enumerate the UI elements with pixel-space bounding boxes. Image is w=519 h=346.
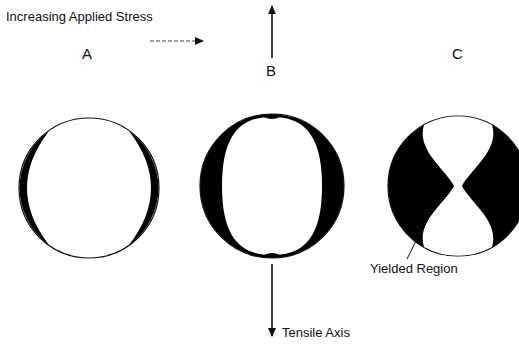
panel-letter: C bbox=[452, 46, 463, 63]
circle-b bbox=[200, 114, 344, 258]
axis-label: Tensile Axis bbox=[282, 326, 350, 340]
stress-arrow bbox=[150, 41, 203, 42]
callout-label: Yielded Region bbox=[370, 262, 458, 276]
panel-letter: B bbox=[266, 63, 276, 80]
leader-line bbox=[407, 233, 420, 259]
tensile-arrow-down bbox=[271, 264, 273, 336]
tensile-arrow-up bbox=[271, 6, 273, 58]
elastic-core bbox=[222, 117, 322, 255]
circle-c bbox=[388, 116, 519, 256]
yield-crescent bbox=[20, 131, 49, 245]
elastic-hourglass bbox=[423, 116, 494, 256]
circle-a bbox=[19, 118, 159, 258]
axis-title: Increasing Applied Stress bbox=[6, 10, 153, 24]
panel-letter: A bbox=[82, 46, 92, 63]
yield-notch bbox=[264, 117, 280, 255]
yield-crescent bbox=[129, 131, 158, 245]
